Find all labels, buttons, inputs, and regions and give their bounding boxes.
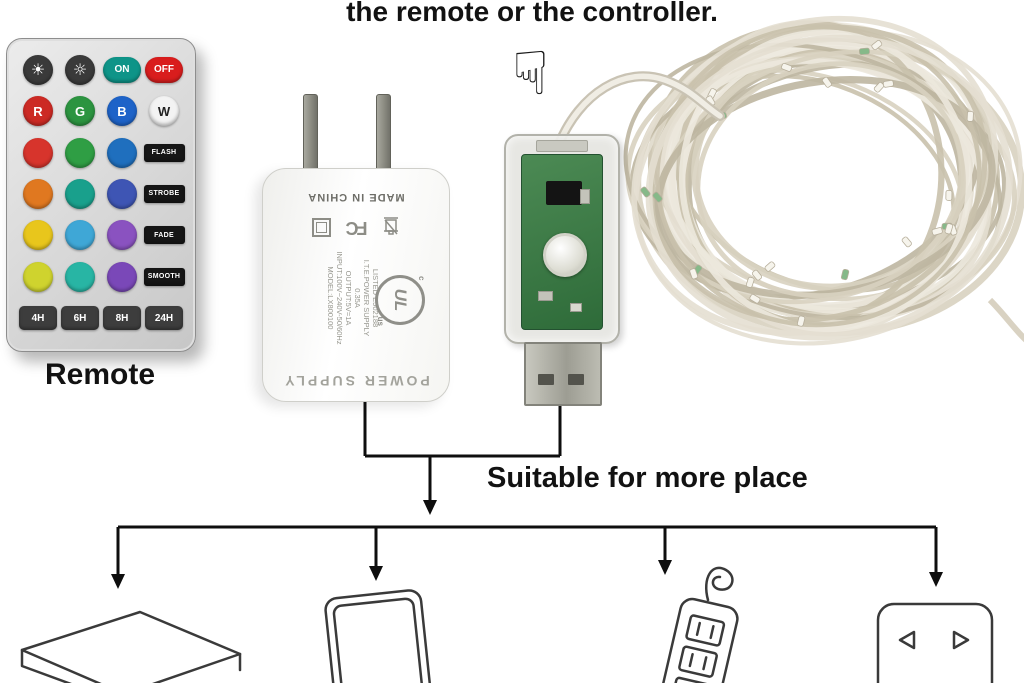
remote-color-swatch (107, 261, 137, 292)
remote-off-button: OFF (145, 56, 183, 83)
light-coil (623, 15, 1024, 346)
remote-mode-button: FLASH (143, 143, 185, 162)
remote-timer-button: 24H (145, 306, 183, 331)
made-in-text: MADE IN CHINA (307, 191, 405, 203)
remote-key-r: R (23, 96, 53, 127)
bottom-caption-text: Suitable for more place (487, 462, 808, 494)
remote-label: Remote (44, 358, 156, 391)
ul-logo: c UL us (375, 275, 426, 326)
remote-timer-button: 6H (61, 306, 99, 331)
remote-color-swatch (23, 261, 53, 292)
remote-mode-button: STROBE (143, 184, 185, 203)
brightness-down-icon: ☼ (65, 54, 95, 85)
remote-color-swatch (65, 137, 95, 168)
ul-letters: UL (391, 288, 410, 312)
adapter-spec-line: 0.35A (353, 288, 362, 308)
remote-color-swatch (107, 137, 137, 168)
tablet-drawing (324, 589, 435, 683)
component (538, 291, 553, 301)
adapter-spec-line: INPUT:100V~240V-50/60Hz (335, 251, 344, 345)
ul-suffix: us (376, 316, 385, 326)
adapter-spec-line: MODEL:LX800100 (326, 266, 335, 330)
usb-controller (504, 134, 620, 344)
circuit-board (521, 154, 603, 330)
adapter-spec-line: OUTPUT:5V=1A (344, 270, 353, 326)
controller-button (543, 233, 587, 277)
pointing-hand-down-icon: ☟ (512, 39, 549, 109)
usb-contact-slot (568, 374, 584, 385)
cable-clamp (536, 140, 588, 152)
remote-color-swatch (65, 178, 95, 209)
ul-prefix: c (417, 276, 426, 281)
plug-prong-left (303, 94, 318, 174)
remote-color-swatch (107, 220, 137, 251)
chip (546, 181, 582, 205)
remote-color-swatch (23, 137, 53, 168)
usb-contact-slot (538, 374, 554, 385)
remote-mode-button: FADE (143, 226, 185, 245)
power-supply-text: POWER SUPPLY (282, 373, 430, 389)
weee-bin-icon (384, 217, 399, 236)
remote-timer-button: 4H (19, 306, 57, 331)
flat-surface-drawing (20, 610, 242, 683)
top-caption-text: the remote or the controller. (346, 0, 718, 27)
component (570, 303, 582, 312)
remote-color-swatch (65, 220, 95, 251)
remote-mode-button: SMOOTH (143, 267, 185, 286)
remote-key-w: W (149, 96, 179, 127)
remote-color-swatch (65, 261, 95, 292)
remote-color-swatch (107, 178, 137, 209)
remote-color-swatch (23, 220, 53, 251)
plug-prong-right (376, 94, 391, 174)
remote-color-swatch (23, 178, 53, 209)
remote-on-button: ON (103, 56, 141, 83)
certification-marks: FC (263, 217, 449, 238)
wall-socket-drawing (876, 602, 994, 683)
remote-timer-button: 8H (103, 306, 141, 331)
usb-cable (555, 73, 723, 149)
usb-plug (524, 342, 602, 406)
remote-key-g: G (65, 96, 95, 127)
brightness-up-icon: ☀ (23, 54, 53, 85)
component (580, 189, 590, 204)
adapter-spec-line: I.T.E.POWER SUPPLY (362, 259, 371, 337)
string-lights-photo (553, 15, 1024, 346)
light-wire-tail (987, 297, 1024, 343)
power-strip-drawing (650, 566, 739, 683)
remote-key-b: B (107, 96, 137, 127)
arrowheads (111, 500, 943, 589)
